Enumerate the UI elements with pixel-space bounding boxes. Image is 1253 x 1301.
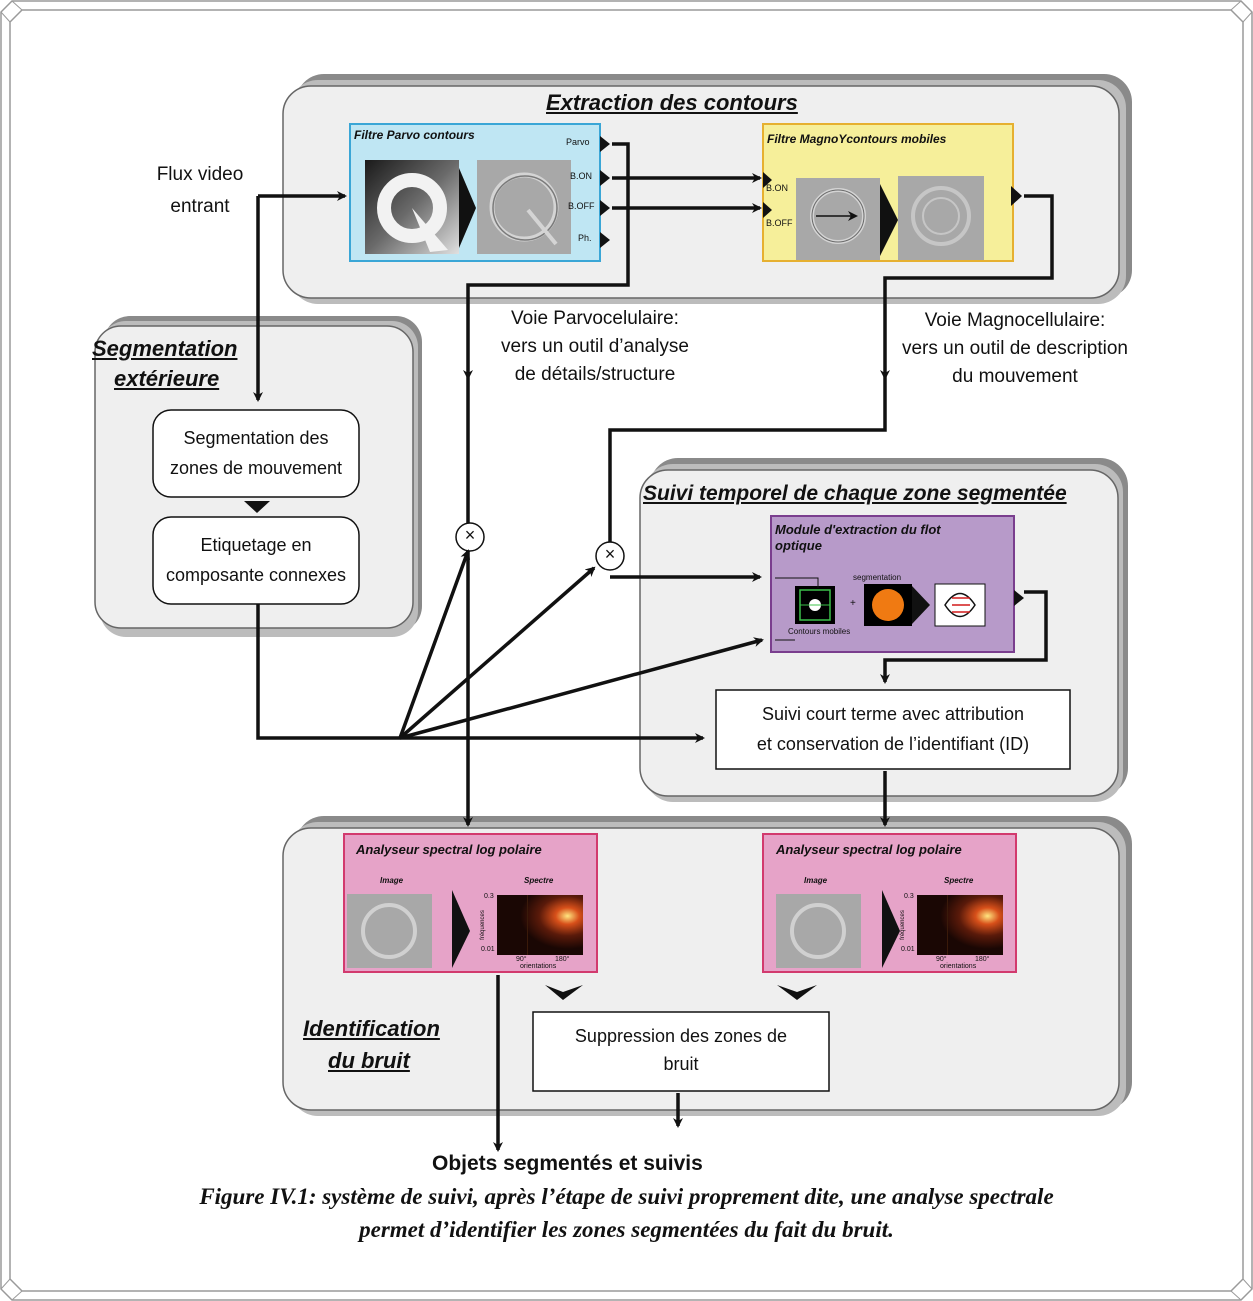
port-bon: B.ON [570,171,593,181]
seg-box1-line2: zones de mouvement [169,458,343,478]
analyseur-left-xleft: 90° [516,956,527,963]
suppression-line2: bruit [663,1054,699,1074]
seg-box2-line2: composante connexes [165,565,347,585]
analyseur-right-ybottom: 0.01 [901,946,915,953]
parvo-filter [349,123,610,262]
voie-parvo-line1: Voie Parvocelulaire: [511,308,679,329]
flot-module [770,515,1024,653]
conn-seg-to-mult-left [398,549,470,739]
suppression-box [532,1011,830,1092]
analyseur-right-image-label: Image [804,876,828,885]
suivi-box-line2: et conservation de l’identifiant (ID) [756,734,1030,754]
analyseur-right-ytop: 0.3 [904,893,914,900]
output-label: Objets segmentés et suivis [432,1152,703,1175]
voie-parvo-line2: vers un outil d’analyse [501,336,689,357]
suivi-box-line1: Suivi court terme avec attribution [761,704,1025,724]
flux-label-line1: Flux video [156,164,244,185]
conn-flot-to-suivi [880,590,1048,684]
suivi-title: Suivi temporel de chaque zone segmentée [643,482,1067,505]
connections [253,142,1054,1152]
analyseur-left-title: Analyseur spectral log polaire [356,842,542,857]
magno-filter [762,123,1022,262]
analyseur-left-ybottom: 0.01 [481,946,495,953]
flot-plus-sign: + [850,598,856,609]
suivi-court-terme-box [715,689,1071,770]
seg-box1-line1: Segmentation des [183,428,329,448]
conn-seg-to-mult-right [398,566,596,740]
analyseur-right-spectre-label: Spectre [944,876,974,885]
analyseur-right-title: Analyseur spectral log polaire [776,842,962,857]
analyseur-left [343,833,598,973]
segmentation-title-line2: extérieure [114,366,220,391]
parvo-filter-title: Filtre Parvo contours [354,128,475,142]
seg-box-etiquetage [152,516,360,605]
voie-magno-line3: du mouvement [952,366,1078,387]
magno-port-boff: B.OFF [766,218,793,228]
segmentation-title-line1: Segmentation [92,336,238,361]
magno-filter-title: Filtre MagnoYcontours mobiles [767,132,947,146]
analyseur-left-image-label: Image [380,876,404,885]
flot-title-line1: Module d'extraction du flot [775,522,941,537]
analyseur-right-yaxis: fréquences [899,910,906,940]
chevron-down-icon [545,985,583,1000]
seg-down-triangle-icon [244,501,270,513]
analyseur-left-ytop: 0.3 [484,893,494,900]
figure-caption-line2: permet d’identifier les zones segmentées… [359,1217,894,1242]
port-boff: B.OFF [568,201,595,211]
multiply-symbol-left: × [464,525,476,545]
identification-title-line1: Identification [303,1016,440,1041]
seg-box2-line1: Etiquetage en [200,535,312,555]
suppression-line1: Suppression des zones de [574,1026,788,1046]
conn-seg-to-suivi [256,604,705,743]
conn-magno-out [880,194,1054,380]
analyseur-right-xleft: 90° [936,956,947,963]
analyseur-right-xaxis: orientations [940,963,977,970]
multiply-symbol-right: × [604,544,616,564]
flot-contours-label: Contours mobiles [788,627,851,636]
flot-title-line2: optique [775,538,822,553]
voie-magno-line1: Voie Magnocellulaire: [924,310,1106,331]
figure-caption-line1: Figure IV.1: système de suivi, après l’é… [199,1184,1054,1209]
port-parvo: Parvo [566,137,590,147]
analyseur-right-xright: 180° [975,956,990,963]
identification-title-line2: du bruit [328,1048,410,1073]
flux-label-line2: entrant [170,196,230,217]
conn-magno-to-mult [608,378,887,542]
conn-parvo-out [463,142,630,380]
magno-triangle-icon [880,184,898,256]
analyseur-left-xright: 180° [555,956,570,963]
chevron-down-icon [777,985,817,1000]
magno-port-bon: B.ON [766,183,789,193]
parvo-triangle-icon [459,168,476,248]
analyseur-left-xaxis: orientations [520,963,557,970]
seg-box-zones [152,409,360,498]
flot-inner-connector [775,577,819,588]
flot-segmentation-label: segmentation [853,573,902,582]
analyseur-left-spectre-label: Spectre [524,876,554,885]
port-ph: Ph. [578,233,592,243]
voie-parvo-line3: de détails/structure [514,364,676,385]
voie-magno-line2: vers un outil de description [901,338,1128,359]
multiply-operator-left [455,522,485,552]
analyseur-right [762,833,1017,973]
extraction-title: Extraction des contours [546,90,798,115]
analyseur-left-yaxis: fréquences [479,910,486,940]
conn-seg-to-flot [399,637,764,740]
